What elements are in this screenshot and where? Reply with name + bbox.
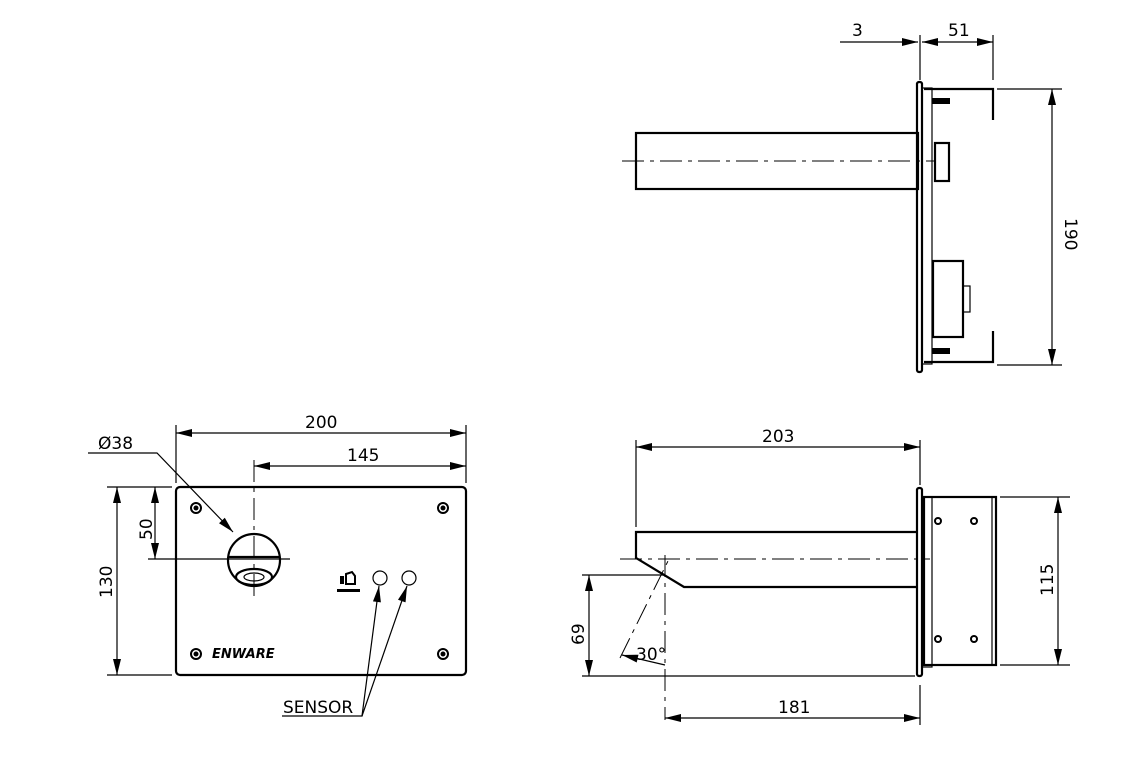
brand-logo: ENWARE xyxy=(212,647,275,662)
dim-spout-length-203: 203 xyxy=(762,427,794,447)
dim-box-height-190: 190 xyxy=(1060,218,1080,250)
sensor-label: SENSOR xyxy=(283,698,353,718)
side-view: 203 181 69 30° 115 xyxy=(569,427,1070,725)
hand-symbol-icon xyxy=(337,570,360,592)
dim-diameter-38: Ø38 xyxy=(98,434,133,454)
spout-side xyxy=(634,530,917,589)
dim-height-130: 130 xyxy=(97,566,117,598)
front-view: ENWARE SENSOR 200 145 Ø38 130 50 xyxy=(88,413,468,718)
dim-angle-30: 30° xyxy=(636,645,666,665)
dim-offset-145: 145 xyxy=(347,446,379,466)
sensor-1 xyxy=(372,570,388,586)
dim-box-height-115: 115 xyxy=(1038,564,1058,596)
dim-height-69: 69 xyxy=(569,623,589,645)
front-plate xyxy=(174,485,468,677)
dim-box-depth: 51 xyxy=(948,21,970,41)
dim-outlet-height-50: 50 xyxy=(137,518,157,540)
dim-plate-thickness: 3 xyxy=(852,21,863,41)
dim-reach-181: 181 xyxy=(778,698,810,718)
dim-width-200: 200 xyxy=(305,413,337,433)
sensor-2 xyxy=(401,570,417,586)
top-view: 3 51 190 xyxy=(622,21,1080,374)
